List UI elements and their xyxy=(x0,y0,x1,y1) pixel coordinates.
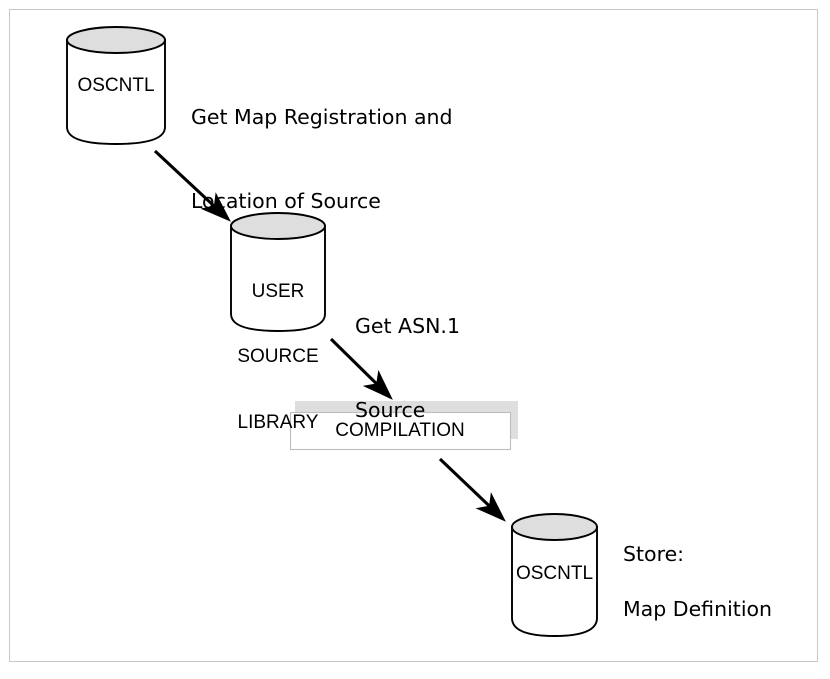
cylinder-oscntl-bottom xyxy=(511,513,598,637)
process-box-compilation xyxy=(289,401,518,451)
arrow-compilation-to-oscntl xyxy=(438,457,506,522)
arrow-library-to-compilation xyxy=(329,337,393,400)
annotation-map-registration: Get Map Registration and Location of Sou… xyxy=(191,46,453,272)
annotation-line: Map Definition xyxy=(623,596,773,621)
annotation-line: Get Map Registration and xyxy=(191,104,453,129)
annotation-line: Get ASN.1 xyxy=(355,313,460,338)
annotation-store-items: Map Definition ASN.1 Source Load Module … xyxy=(623,538,772,679)
annotation-get-asn1: Get ASN.1 Source xyxy=(355,255,460,481)
annotation-line: Source xyxy=(355,398,426,423)
arrow-oscntl-to-library xyxy=(153,149,231,222)
annotation-store-heading: Store: xyxy=(623,483,684,624)
cylinder-user-source-library xyxy=(230,212,326,332)
cylinder-oscntl-top xyxy=(66,26,166,145)
annotation-line: Store: xyxy=(623,541,685,566)
annotation-line: Location of Source xyxy=(191,189,381,214)
